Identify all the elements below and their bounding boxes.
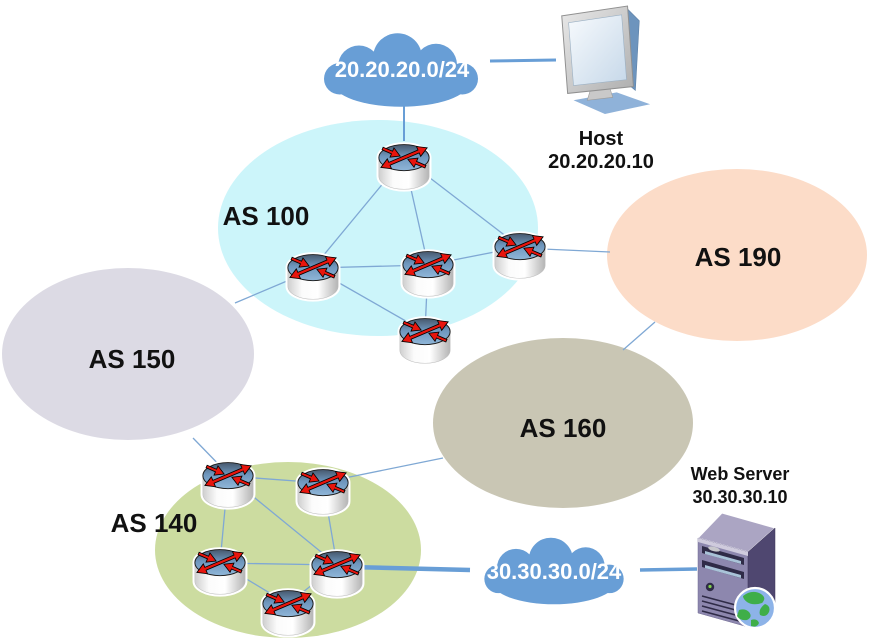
as140-router-topleft-icon	[203, 461, 253, 507]
host-name-label: Host	[579, 128, 624, 150]
access-links	[349, 58, 698, 573]
web-server-name-label: Web Server	[691, 464, 790, 484]
as140-router-midleft-icon	[195, 548, 245, 594]
web-server-ip-label: 30.30.30.10	[692, 487, 787, 507]
web-server-icon	[696, 511, 777, 630]
link-cloud30-webserver	[639, 567, 698, 572]
as140-router-topright-icon	[298, 468, 348, 514]
network-30-label: 30.30.30.0/24	[487, 559, 622, 584]
as100-router-top-icon	[379, 143, 429, 189]
as100-router-left-icon	[288, 253, 338, 299]
host-ip-label: 20.20.20.10	[548, 151, 654, 173]
link-as140-cloud30	[349, 564, 471, 573]
as140-router-bottom-icon	[263, 589, 313, 635]
as100-router-right-icon	[495, 232, 545, 278]
as160-ellipse	[433, 338, 693, 508]
host-monitor-icon	[561, 5, 651, 115]
as100-router-middle-icon	[403, 250, 453, 296]
network-20-label: 20.20.20.0/24	[335, 57, 470, 82]
as140-router-midright-icon	[312, 550, 362, 596]
as190-ellipse	[607, 169, 867, 341]
as140-label: AS 140	[111, 508, 198, 538]
link-as190-as160	[622, 321, 656, 351]
as160-label: AS 160	[520, 413, 607, 443]
as190-label: AS 190	[695, 242, 782, 272]
as100-router-bottom-icon	[400, 317, 450, 363]
as150-ellipse	[2, 268, 254, 440]
as150-label: AS 150	[89, 344, 176, 374]
as100-label: AS 100	[223, 201, 310, 231]
link-cloud20-host	[489, 58, 557, 63]
